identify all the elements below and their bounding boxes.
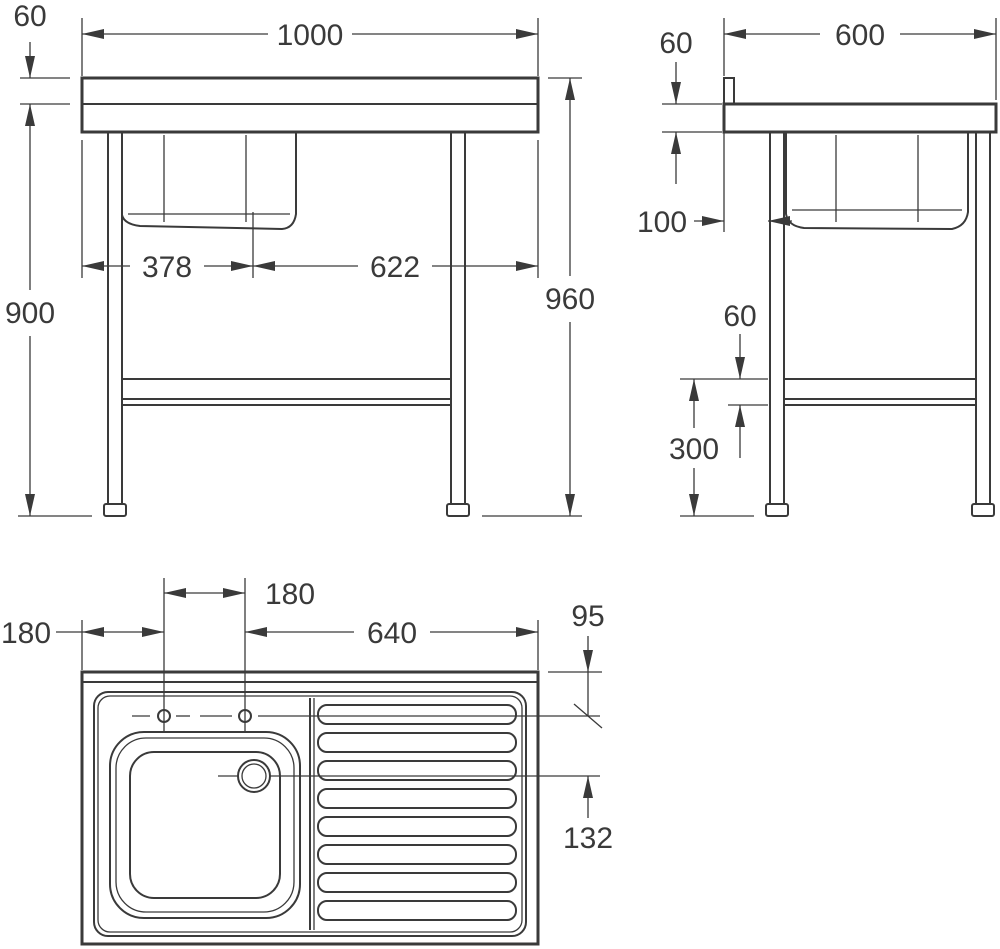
dim-arrow xyxy=(164,588,186,598)
dim-label-top-thickness: 60 xyxy=(13,0,46,33)
plan-bowl-inner xyxy=(129,751,281,899)
plan-drainer-ribs xyxy=(317,704,517,921)
drainer-rib xyxy=(317,872,517,893)
dim-arrow xyxy=(25,494,35,516)
dim-arrow xyxy=(671,132,681,154)
dim-label-left-margin: 180 xyxy=(1,617,51,650)
side-left-leg xyxy=(769,131,785,505)
dim-label-bowl-offset: 378 xyxy=(142,251,192,284)
dim-arrow xyxy=(671,82,681,104)
dim-arrow xyxy=(974,29,996,39)
plan-view: 180 180 640 95 132 xyxy=(1,578,613,946)
plan-bowl-outer-2 xyxy=(115,737,295,913)
dim-arrow xyxy=(516,261,538,271)
front-left-leg xyxy=(107,131,123,505)
dim-label-bowl-depth: 100 xyxy=(637,206,687,239)
drainer-rib xyxy=(317,900,517,921)
plan-inner-edge-2 xyxy=(97,695,523,933)
dim-label-upstand: 60 xyxy=(659,27,692,60)
dim-arrow xyxy=(735,405,745,427)
dim-arrow xyxy=(565,494,575,516)
dim-arrow xyxy=(82,627,104,637)
dim-arrow xyxy=(253,261,275,271)
front-right-leg xyxy=(450,131,466,505)
dim-label-front-width: 1000 xyxy=(277,19,344,52)
dim-arrow xyxy=(231,261,253,271)
dim-arrow xyxy=(82,29,104,39)
dim-arrow xyxy=(735,357,745,379)
dim-arrow xyxy=(516,29,538,39)
front-left-foot xyxy=(103,503,127,517)
side-right-leg xyxy=(975,131,991,505)
dim-label-front-height: 900 xyxy=(5,297,55,330)
dim-arrow xyxy=(25,56,35,78)
drainer-rib xyxy=(317,732,517,753)
drainer-rib xyxy=(317,704,517,725)
plan-waste-inner xyxy=(241,763,267,789)
dim-label-rail-thickness: 60 xyxy=(723,300,756,333)
dim-label-drainer-width: 640 xyxy=(367,617,417,650)
dim-arrow xyxy=(142,627,164,637)
dim-arrow xyxy=(768,216,790,226)
side-worktop xyxy=(722,102,998,134)
dim-arrow xyxy=(245,627,267,637)
drainer-rib xyxy=(317,788,517,809)
dim-arrow xyxy=(565,78,575,100)
plan-outer-frame xyxy=(80,670,540,946)
dim-arrow xyxy=(689,379,699,401)
plan-inner-edge xyxy=(93,691,527,937)
drainer-rib xyxy=(317,844,517,865)
front-view: 1000 60 900 960 378 622 xyxy=(5,0,595,517)
dim-arrow xyxy=(689,494,699,516)
side-upstand xyxy=(723,77,735,105)
dim-label-tap-row: 95 xyxy=(571,600,604,633)
dim-arrow xyxy=(25,104,35,126)
dim-arrow xyxy=(516,627,538,637)
dim-label-tap-spacing: 180 xyxy=(265,578,315,611)
dim-label-drainer-length: 622 xyxy=(370,251,420,284)
dim-label-waste-center: 132 xyxy=(563,822,613,855)
dim-arrow xyxy=(223,588,245,598)
side-left-foot xyxy=(765,503,789,517)
front-right-foot xyxy=(446,503,470,517)
drainer-rib xyxy=(317,816,517,837)
side-right-foot xyxy=(971,503,995,517)
dim-arrow xyxy=(724,29,746,39)
front-bowl-outline xyxy=(121,132,297,231)
plan-waste-outer xyxy=(237,759,271,793)
dim-arrow xyxy=(583,650,593,672)
dim-label-rail-height: 300 xyxy=(669,433,719,466)
drainer-rib xyxy=(317,760,517,781)
plan-bowl-outer xyxy=(109,731,301,919)
side-view: 600 60 100 60 300 xyxy=(637,18,998,517)
dim-label-side-depth: 600 xyxy=(835,19,885,52)
dim-arrow xyxy=(702,216,724,226)
dim-label-total-height: 960 xyxy=(545,283,595,316)
dim-arrow xyxy=(583,776,593,798)
dim-arrow xyxy=(82,261,104,271)
side-bowl-outline xyxy=(785,132,969,231)
